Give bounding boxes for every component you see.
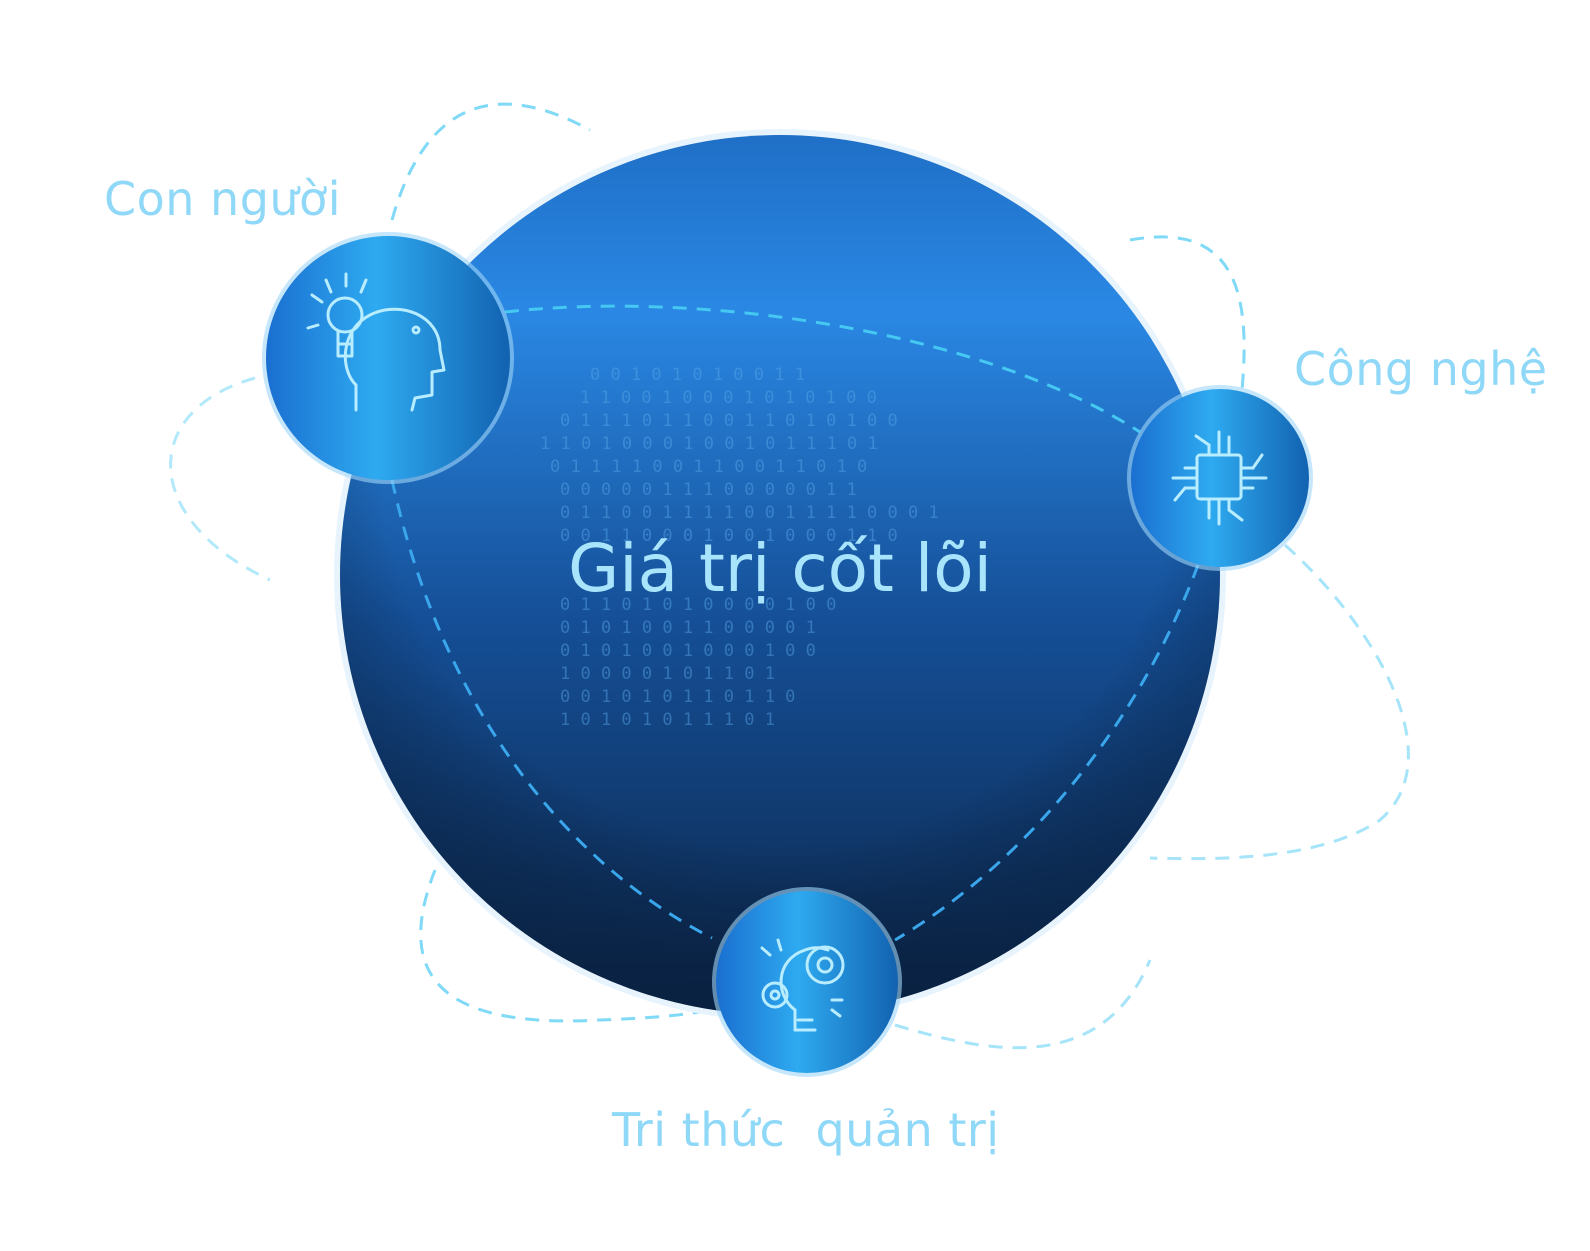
lightbulb-gears-icon [760,938,845,1032]
inner-orbit [390,304,1200,942]
svg-text:0 1 1 0 0 1 1 1 1 0 0 1 1 1 1: 0 1 1 0 0 1 1 1 1 0 0 1 1 1 1 0 0 0 1 [560,503,939,523]
orbit-lines [169,102,1410,1050]
node-con-nguoi [262,232,514,484]
head-lightbulb-icon [306,272,446,412]
label-con-nguoi: Con người [104,172,341,226]
svg-text:1 1 0 1 0 0 0 1 0 0 1 0 1 1 1: 1 1 0 1 0 0 0 1 0 0 1 0 1 1 1 0 1 [540,434,878,454]
svg-text:1 0 1 0 1 0 1 1 1 0 1: 1 0 1 0 1 0 1 1 1 0 1 [560,710,775,730]
svg-text:0 0 1 1 0 0 0 1 0 0 1 0 0 0 1: 0 0 1 1 0 0 0 1 0 0 1 0 0 0 1 1 0 [560,526,898,546]
svg-text:0 1 0 1 0 0 1 1 0 0 0 0 1: 0 1 0 1 0 0 1 1 0 0 0 0 1 [560,618,816,638]
svg-text:1 1 0 0 1 0 0 0 1 0 1 0 1 0 0: 1 1 0 0 1 0 0 0 1 0 1 0 1 0 0 [580,388,877,408]
microchip-icon [1171,430,1268,526]
node-tri-thuc [712,887,902,1077]
binary-pattern: 0 0 1 0 1 0 1 0 0 1 1 1 1 0 0 1 0 0 0 1 … [540,365,939,730]
svg-text:0 0 1 0 1 0 1 1 0 1 1 0: 0 0 1 0 1 0 1 1 0 1 1 0 [560,687,795,707]
core-sphere: 0 0 1 0 1 0 1 0 0 1 1 1 1 0 0 1 0 0 0 1 … [334,129,1226,1021]
node-cong-nghe [1127,385,1313,571]
svg-text:0 1 1 0 1 0 1 0 0 0 0 1 0 0: 0 1 1 0 1 0 1 0 0 0 0 1 0 0 [560,595,836,615]
svg-text:0 1 1 1 1 0 0 1 1 0 0 1 1 0 1: 0 1 1 1 1 0 0 1 1 0 0 1 1 0 1 0 [550,457,867,477]
svg-text:0 0 1 0 1 0 1 0 0 1 1: 0 0 1 0 1 0 1 0 0 1 1 [590,365,805,385]
svg-text:0 0 0 0 0 1 1 1 0 0 0 0 0 1 1: 0 0 0 0 0 1 1 1 0 0 0 0 0 1 1 [560,480,857,500]
svg-text:1 0 0 0 0 1 0 1 1 0 1: 1 0 0 0 0 1 0 1 1 0 1 [560,664,775,684]
label-cong-nghe: Công nghệ [1294,342,1548,396]
svg-text:0 1 1 1 0 1 1 0 0 1 1 0 1 0 1: 0 1 1 1 0 1 1 0 0 1 1 0 1 0 1 0 0 [560,411,898,431]
core-title: Giá trị cốt lõi [568,530,992,607]
svg-text:0 1 0 1 0 0 1 0 0 0 1 0 0: 0 1 0 1 0 0 1 0 0 0 1 0 0 [560,641,816,661]
label-tri-thuc-quan-tri: Tri thức quản trị [612,1103,1000,1157]
